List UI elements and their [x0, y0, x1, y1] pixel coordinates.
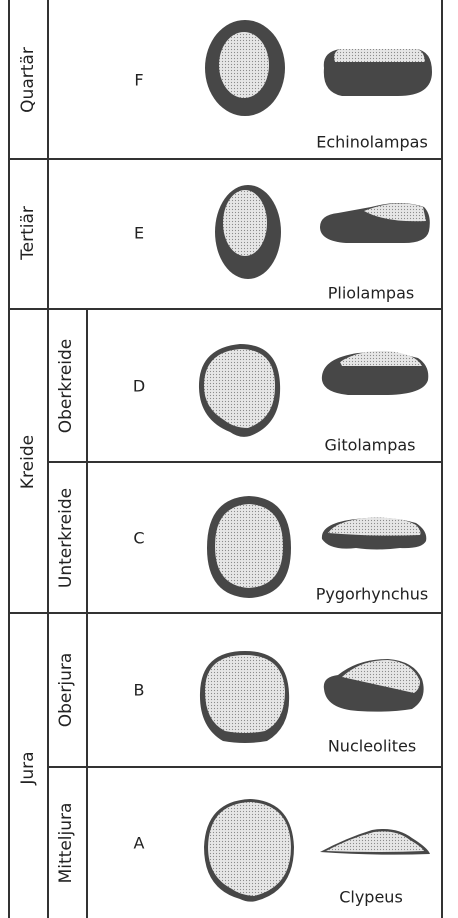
subperiod-label-mitteljura: Mitteljura: [56, 803, 76, 884]
clypeus-side-view: [316, 824, 434, 860]
column-divider-period: [47, 0, 49, 918]
row-letter-a: A: [134, 834, 145, 853]
row-letter-b: B: [134, 681, 145, 700]
row-letter-c: C: [133, 529, 144, 548]
period-label-jura: Jura: [18, 751, 38, 784]
gitolampas-side-view: [318, 348, 432, 398]
genus-name-clypeus: Clypeus: [339, 888, 403, 907]
gitolampas-top-view: [194, 340, 286, 440]
subperiod-label-oberjura: Oberjura: [56, 653, 76, 728]
genus-name-pliolampas: Pliolampas: [328, 284, 414, 303]
row-letter-d: D: [133, 377, 145, 396]
nucleolites-side-view: [318, 655, 430, 715]
genus-name-nucleolites: Nucleolites: [328, 737, 416, 756]
table-left-border: [8, 0, 10, 918]
pliolampas-top-view: [210, 181, 286, 283]
subperiod-label-unterkreide: Unterkreide: [56, 488, 76, 588]
period-label-quartaer: Quartär: [18, 47, 38, 113]
row-letter-f: F: [134, 71, 143, 90]
genus-name-pygorhynchus: Pygorhynchus: [316, 585, 429, 604]
nucleolites-top-view: [195, 647, 295, 747]
row-divider-3: [47, 461, 442, 463]
table-right-border: [441, 0, 443, 918]
row-divider-4: [8, 612, 442, 614]
echinolampas-side-view: [318, 42, 436, 100]
echinolampas-top-view: [200, 18, 290, 118]
row-divider-5: [47, 766, 442, 768]
row-divider-1: [8, 158, 442, 160]
period-label-tertiaer: Tertiär: [18, 206, 38, 260]
genus-name-echinolampas: Echinolampas: [316, 133, 428, 152]
subperiod-label-oberkreide: Oberkreide: [56, 339, 76, 434]
pliolampas-side-view: [316, 193, 434, 245]
pygorhynchus-side-view: [316, 513, 432, 553]
genus-name-gitolampas: Gitolampas: [324, 436, 415, 455]
row-letter-e: E: [134, 224, 144, 243]
row-divider-2: [8, 308, 442, 310]
pygorhynchus-top-view: [203, 492, 295, 602]
clypeus-top-view: [200, 795, 298, 905]
period-label-kreide: Kreide: [18, 435, 38, 489]
